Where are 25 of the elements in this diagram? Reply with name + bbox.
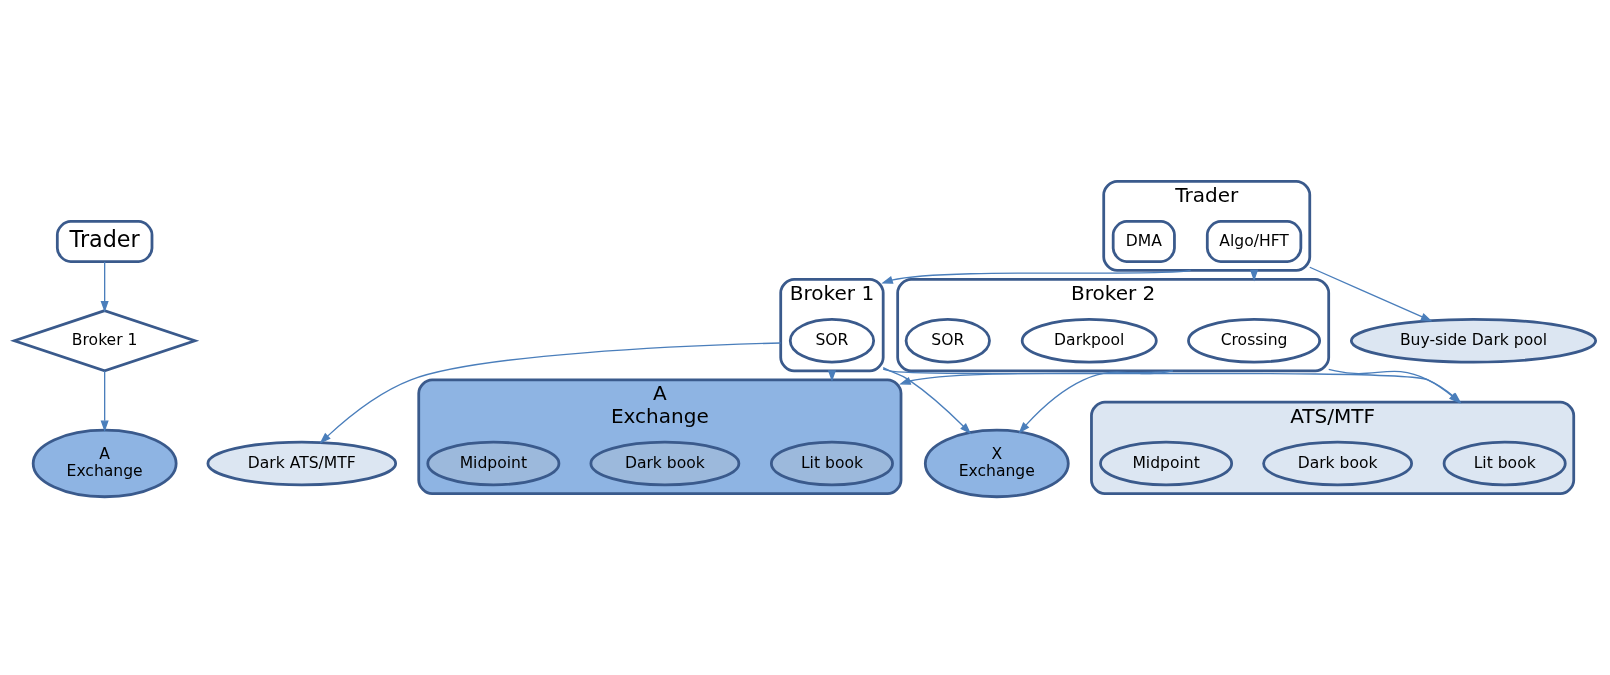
node-ellipse: Dark book bbox=[1262, 440, 1413, 487]
arrow bbox=[881, 269, 1192, 284]
arrow bbox=[882, 366, 972, 435]
node-diamond: Broker 1 bbox=[10, 309, 200, 373]
arrow bbox=[319, 342, 782, 444]
node-box: Algo/HFT bbox=[1205, 220, 1303, 263]
node-ellipse: Darkpool bbox=[1020, 318, 1158, 364]
node-box: DMA bbox=[1111, 220, 1176, 263]
node-ellipse: Crossing bbox=[1187, 318, 1322, 364]
node-ellipse: A Exchange bbox=[31, 428, 178, 499]
node-ellipse: Dark book bbox=[589, 440, 741, 487]
arrow bbox=[100, 261, 109, 313]
node-ellipse: Midpoint bbox=[426, 440, 561, 487]
node-box: Trader bbox=[55, 220, 154, 263]
node-ellipse: SOR bbox=[904, 318, 991, 364]
node-ellipse: Lit book bbox=[1442, 440, 1567, 487]
node-ellipse: SOR bbox=[788, 318, 876, 364]
node-ellipse: Dark ATS/MTF bbox=[206, 440, 398, 487]
node-ellipse: Midpoint bbox=[1099, 440, 1234, 487]
node-ellipse: Buy-side Dark pool bbox=[1349, 318, 1598, 364]
arrow bbox=[1018, 370, 1174, 434]
node-ellipse: Lit book bbox=[770, 440, 894, 487]
node-ellipse: X Exchange bbox=[923, 428, 1070, 499]
arrow bbox=[100, 370, 109, 433]
arrow bbox=[1309, 266, 1433, 322]
